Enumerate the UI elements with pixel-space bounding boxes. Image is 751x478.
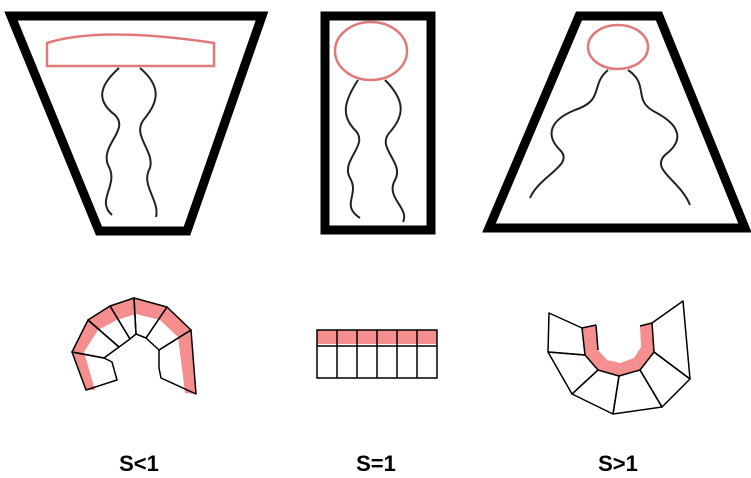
- hydrocarbon-tail-left: [529, 69, 609, 199]
- head-band: [160, 307, 191, 337]
- head-group: [586, 23, 650, 71]
- head-band: [582, 325, 598, 355]
- segment-divider: [581, 324, 597, 329]
- head-band: [598, 360, 620, 376]
- hydrocarbon-tail-right: [627, 69, 691, 206]
- segment: [651, 300, 691, 380]
- flat-bilayer-s-equal-1: [316, 329, 438, 379]
- panel-label: S=1: [356, 451, 396, 476]
- hydrocarbon-tail-right: [139, 67, 158, 218]
- panel-s-greater-than-1: S>1: [482, 11, 751, 476]
- head-group: [333, 20, 409, 82]
- segment: [571, 369, 620, 415]
- head-band: [110, 298, 136, 320]
- curved-monolayer-s-less-than-1: [71, 297, 197, 395]
- head-band: [88, 306, 117, 330]
- panel-s-equal-1: S=1: [316, 11, 438, 476]
- panel-label: S>1: [598, 451, 638, 476]
- panel-s-less-than-1: S<1: [4, 11, 269, 476]
- head-band: [634, 347, 654, 370]
- segment: [612, 369, 663, 415]
- segment: [158, 329, 197, 395]
- hydrocarbon-tail-left: [344, 79, 361, 219]
- curved-monolayer-s-greater-than-1: [547, 300, 691, 415]
- hydrocarbon-tail-left: [101, 67, 121, 216]
- segment: [547, 312, 586, 356]
- head-band: [640, 323, 654, 352]
- hydrocarbon-tail-right: [384, 79, 406, 223]
- head-band: [72, 320, 98, 352]
- head-band: [134, 298, 167, 320]
- truncated-cone-shape: [482, 11, 751, 233]
- segment-divider: [595, 324, 599, 351]
- head-band: [72, 352, 95, 390]
- panel-label: S<1: [119, 451, 159, 476]
- inverted-cone-shape: [4, 11, 269, 236]
- segment-divider: [639, 322, 653, 327]
- head-band: [585, 350, 607, 370]
- large-head-group: [45, 33, 216, 68]
- cylinder-shape: [320, 11, 436, 235]
